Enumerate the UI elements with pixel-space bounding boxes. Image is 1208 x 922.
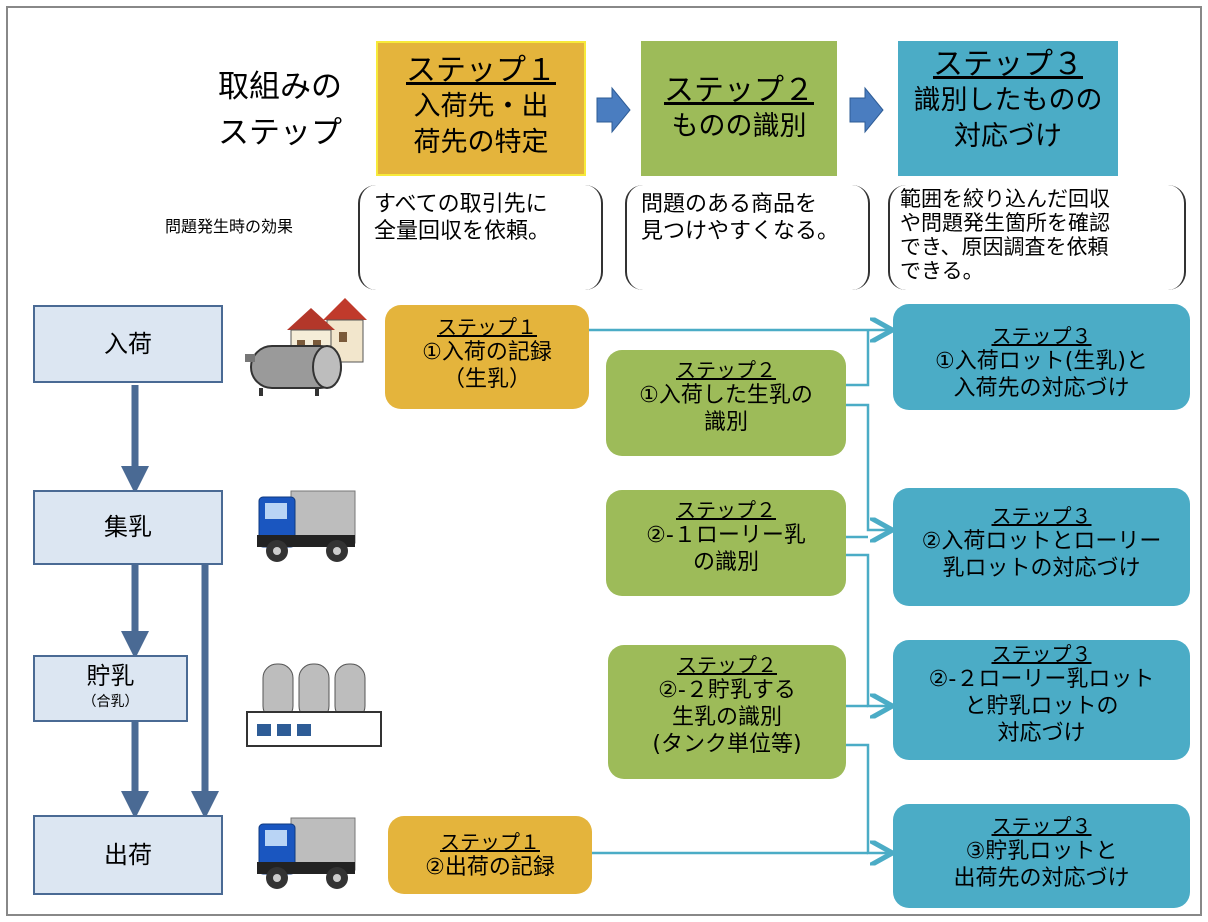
- header-step-1-text: 入荷先・出 荷先の特定: [413, 91, 549, 158]
- box-s2c-label: ステップ２: [677, 653, 777, 677]
- box-s3a-label: ステップ３: [991, 324, 1092, 348]
- effect-step-1: すべての取引先に 全量回収を依頼。: [358, 185, 603, 290]
- box-s2b-text: ②-１ローリー乳 の識別: [646, 523, 806, 575]
- connector-s2b-s3c: [845, 553, 890, 706]
- flow-collection-label: 集乳: [104, 513, 152, 541]
- box-step3-receiving-lot: ステップ３ ①入荷ロット(生乳)と 入荷先の対応づけ: [893, 304, 1190, 410]
- truck-icon-2: [257, 817, 356, 889]
- connector-s2a-s3a: [845, 330, 870, 387]
- box-s3d-text: ③貯乳ロットと 出荷先の対応づけ: [953, 839, 1130, 891]
- farm-tank-icon: [245, 298, 367, 396]
- box-s1a-text: ①入荷の記録 （生乳）: [422, 340, 552, 392]
- box-s1b-label: ステップ１: [440, 830, 540, 854]
- box-s3b-text: ②入荷ロットとローリー 乳ロットの対応づけ: [921, 529, 1162, 581]
- box-step2-lorry-milk: ステップ２ ②-１ローリー乳 の識別: [606, 490, 846, 596]
- header-step-3: ステップ３ 識別したものの 対応づけ: [898, 41, 1118, 176]
- box-step1-shipping-record: ステップ１ ②出荷の記録: [388, 816, 592, 894]
- connector-s2c-s3d: [845, 743, 890, 853]
- header-step-3-text: 識別したものの 対応づけ: [913, 85, 1103, 152]
- header-step-2-text: ものの識別: [671, 111, 807, 142]
- header-step-1: ステップ１ 入荷先・出 荷先の特定: [376, 41, 586, 176]
- box-s3b-label: ステップ３: [991, 504, 1092, 528]
- box-s2a-label: ステップ２: [676, 358, 776, 382]
- box-s2c-text: ②-２貯乳する 生乳の識別 (タンク単位等): [652, 678, 802, 757]
- box-step2-received-milk: ステップ２ ①入荷した生乳の 識別: [606, 350, 846, 456]
- header-step-2: ステップ２ ものの識別: [641, 41, 837, 176]
- flow-shipping: 出荷: [33, 815, 223, 895]
- box-step3-storage-lot: ステップ３ ②-２ローリー乳ロット と貯乳ロットの 対応づけ: [893, 640, 1190, 760]
- effect-step-2: 問題のある商品を 見つけやすくなる。: [625, 185, 870, 290]
- box-s3a-text: ①入荷ロット(生乳)と 入荷先の対応づけ: [935, 349, 1148, 401]
- effects-label: 問題発生時の効果: [165, 217, 294, 236]
- box-s1b-text: ②出荷の記録: [425, 855, 555, 880]
- flow-shipping-label: 出荷: [104, 841, 152, 869]
- diagram-frame: [6, 6, 1202, 916]
- box-step1-receiving-record: ステップ１ ①入荷の記録 （生乳）: [385, 305, 589, 409]
- truck-icon: [257, 490, 356, 562]
- header-arrow-2-icon: [849, 86, 884, 134]
- header-step-1-label: ステップ１: [406, 53, 556, 88]
- steps-title: 取組みの ステップ: [218, 69, 342, 151]
- header-step-3-label: ステップ３: [933, 47, 1083, 82]
- flow-storage-label: 貯乳: [86, 662, 135, 690]
- flow-storage-sub: （合乳）: [82, 694, 139, 710]
- box-step2-stored-milk: ステップ２ ②-２貯乳する 生乳の識別 (タンク単位等): [608, 645, 846, 779]
- storage-tanks-icon: [246, 663, 382, 747]
- flow-receiving: 入荷: [33, 305, 223, 383]
- flow-storage: 貯乳 （合乳）: [33, 655, 188, 722]
- box-s3c-text: ②-２ローリー乳ロット と貯乳ロットの 対応づけ: [928, 667, 1155, 746]
- effect-step-3: 範囲を絞り込んだ回収 や問題発生箇所を確認 でき、原因調査を依頼 できる。: [888, 185, 1186, 290]
- connector-s2a-s3b: [845, 403, 890, 530]
- box-s3d-label: ステップ３: [991, 814, 1092, 838]
- flow-receiving-label: 入荷: [104, 330, 152, 358]
- box-s3c-label: ステップ３: [991, 642, 1092, 666]
- box-step3-lorry-lot: ステップ３ ②入荷ロットとローリー 乳ロットの対応づけ: [893, 488, 1190, 606]
- box-s1a-label: ステップ１: [437, 315, 537, 339]
- box-step3-shipping-lot: ステップ３ ③貯乳ロットと 出荷先の対応づけ: [893, 804, 1190, 908]
- header-arrow-1-icon: [596, 86, 631, 134]
- box-s2a-text: ①入荷した生乳の 識別: [639, 383, 813, 435]
- header-step-2-label: ステップ２: [664, 73, 814, 108]
- flow-collection: 集乳: [33, 490, 223, 565]
- box-s2b-label: ステップ２: [676, 498, 776, 522]
